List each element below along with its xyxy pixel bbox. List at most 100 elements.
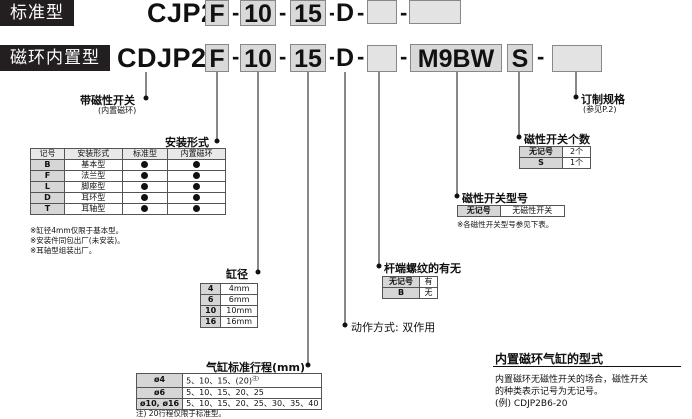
- bore-value: 4mm: [220, 283, 258, 295]
- info-line: 的种类表示记号为无记号。: [495, 387, 604, 397]
- rod-thread-label: 杆端螺纹的有无: [384, 262, 461, 275]
- stroke-bore: ø10, ø16: [135, 397, 184, 410]
- stroke-values: 5、10、15、20、25、30、35、40: [182, 397, 323, 410]
- mount-style-label: 安装形式: [165, 136, 209, 149]
- mount-name: 耳环型: [63, 192, 123, 204]
- table-row: 无记号 无磁性开关: [457, 205, 566, 217]
- stroke-bore: ø6: [135, 386, 184, 399]
- bore-code: 6: [199, 294, 222, 306]
- magnet-action-code: D: [334, 44, 356, 72]
- stroke-label: 气缸标准行程(mm): [206, 361, 305, 374]
- mount-code: D: [30, 192, 65, 204]
- col-header: 记号: [30, 148, 65, 160]
- stroke-values: 5、10、15、20、25: [182, 386, 323, 399]
- bore-value: 16mm: [220, 316, 258, 328]
- switch-type-label: 磁性开关型号: [462, 192, 528, 205]
- magnet-available-dot: [167, 192, 226, 204]
- bore-code: 16: [199, 316, 222, 328]
- table-row: 4 4mm: [199, 283, 258, 295]
- mount-code: F: [30, 170, 65, 182]
- table-row: T 耳轴型: [30, 203, 226, 215]
- magnet-option-sublabel: (内置磁环): [98, 106, 137, 115]
- standard-model-code: CJP2: [147, 0, 217, 28]
- rod-thread-table: 无记号 有 B 无: [381, 276, 438, 299]
- mount-note: ※耳轴型组装出厂。: [30, 246, 97, 255]
- bore-code: 4: [199, 283, 222, 295]
- magnet-custom-box: [552, 45, 602, 72]
- switch-count-value: 2个: [562, 146, 591, 158]
- stroke-bore: ø4: [135, 373, 184, 388]
- table-row: 无记号 2个: [518, 146, 591, 158]
- magnet-available-dot: [167, 159, 226, 171]
- table-row: ø4 5、10、15、(20)注): [135, 373, 323, 388]
- info-title: 内置磁环气缸的型式: [495, 352, 604, 366]
- standard-stroke-code: 15: [290, 0, 326, 27]
- bore-code: 10: [199, 305, 222, 317]
- col-header: 安装形式: [63, 148, 123, 160]
- magnet-switch-type-code: M9BW: [410, 44, 502, 73]
- switch-count-value: 1个: [562, 157, 591, 169]
- magnet-bore-code: 10: [240, 44, 276, 73]
- col-header: 内置磁环: [167, 148, 226, 160]
- table-row: 10 10mm: [199, 305, 258, 317]
- mount-code: L: [30, 181, 65, 193]
- magnet-type-tag: 磁环内置型: [0, 45, 110, 71]
- dash: -: [400, 0, 408, 25]
- switch-type-note: ※各磁性开关型号参见下表。: [457, 220, 554, 229]
- bore-value: 6mm: [220, 294, 258, 306]
- mount-name: 耳轴型: [63, 203, 123, 215]
- table-row: 6 6mm: [199, 294, 258, 306]
- standard-mount-code: F: [205, 0, 229, 27]
- table-row: ø10, ø16 5、10、15、20、25、30、35、40: [135, 397, 323, 410]
- stroke-note: 注) 20行程仅限于标准型。: [136, 409, 226, 418]
- dash: -: [329, 0, 337, 25]
- magnet-stroke-code: 15: [290, 44, 326, 73]
- info-divider: [493, 366, 681, 367]
- bore-label: 缸径: [226, 268, 248, 281]
- mount-name: 法兰型: [63, 170, 123, 182]
- table-row: 无记号 有: [381, 276, 438, 288]
- magnet-rod-thread-box: [367, 45, 397, 72]
- action-label: 动作方式: 双作用: [351, 321, 436, 334]
- standard-rod-thread-box: [367, 0, 397, 24]
- standard-custom-box: [409, 0, 461, 24]
- magnet-model-code: CDJP2: [117, 43, 207, 73]
- table-row: ø6 5、10、15、20、25: [135, 386, 323, 399]
- dash: -: [232, 44, 240, 69]
- table-row: F 法兰型: [30, 170, 226, 182]
- table-row: L 脚座型: [30, 181, 226, 193]
- stroke-footnote-ref: 注): [251, 376, 259, 382]
- mount-note: ※缸径4mm仅限于基本型。: [30, 226, 124, 235]
- col-header: 标准型: [121, 148, 169, 160]
- rod-code: B: [381, 287, 421, 299]
- magnet-mount-code: F: [205, 44, 229, 73]
- dash: -: [232, 0, 240, 25]
- switch-type-table: 无记号 无磁性开关: [457, 205, 566, 217]
- stroke-table: ø4 5、10、15、(20)注) ø6 5、10、15、20、25 ø10, …: [135, 373, 323, 410]
- rod-value: 有: [419, 276, 438, 288]
- standard-type-tag: 标准型: [0, 0, 74, 26]
- table-row: 16 16mm: [199, 316, 258, 328]
- dash: -: [329, 44, 337, 69]
- rod-code: 无记号: [381, 276, 421, 288]
- dash: -: [279, 44, 287, 69]
- switch-type-code: 无记号: [457, 205, 501, 217]
- magnet-option-label: 带磁性开关: [80, 94, 135, 107]
- mount-style-table: 记号 安装形式 标准型 内置磁环 B 基本型 F 法兰型 L 脚座型 D 耳环型…: [30, 148, 226, 215]
- standard-available-dot: [121, 203, 169, 215]
- standard-available-dot: [121, 170, 169, 182]
- dash: -: [537, 44, 545, 69]
- standard-available-dot: [121, 159, 169, 171]
- mount-note: ※安装件同包出厂(未安装)。: [30, 236, 125, 245]
- bore-table: 4 4mm 6 6mm 10 10mm 16 16mm: [199, 283, 258, 328]
- mount-name: 基本型: [63, 159, 123, 171]
- dash: -: [357, 0, 365, 25]
- custom-spec-sublabel: (参见P.2): [583, 105, 617, 114]
- magnet-available-dot: [167, 170, 226, 182]
- switch-count-code: S: [518, 157, 564, 169]
- table-row: B 无: [381, 287, 438, 299]
- info-line: (例) CDJP2B6-20: [495, 399, 568, 409]
- standard-available-dot: [121, 181, 169, 193]
- switch-count-label: 磁性开关个数: [524, 133, 590, 146]
